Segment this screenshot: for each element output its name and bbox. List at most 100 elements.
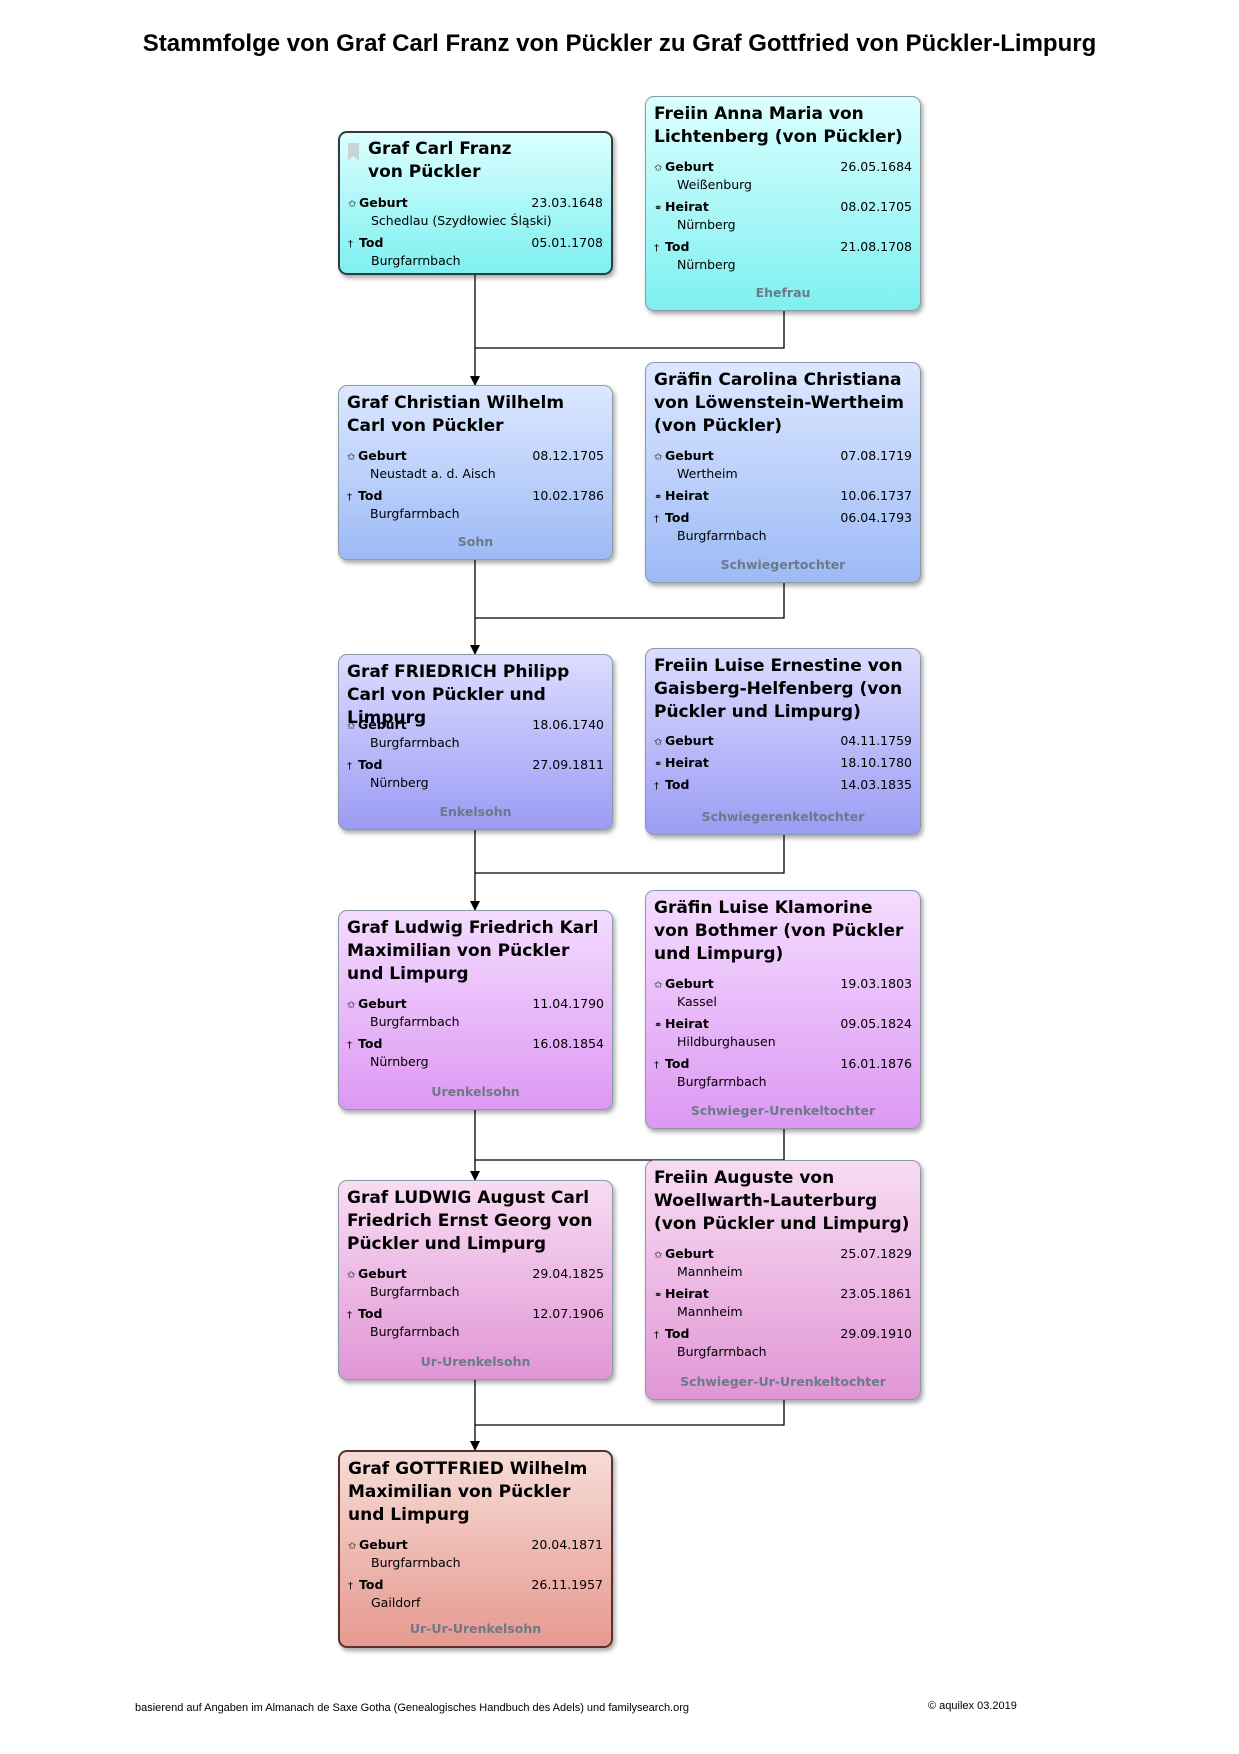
relation-label: Ur-Urenkelsohn: [420, 1354, 531, 1369]
person-name: Gräfin Luise Klamorine von Bothmer (von …: [654, 898, 904, 964]
star-icon: ✩: [347, 452, 356, 463]
cross-icon: †: [348, 239, 353, 250]
rings-icon: ⚭: [654, 1020, 663, 1031]
person-card-p6[interactable]: Graf GOTTFRIED Wilhelm Maximilian von Pü…: [338, 1450, 613, 1648]
birth-date: 23.03.1648: [531, 195, 603, 210]
person-card-p5[interactable]: Graf LUDWIG August Carl Friedrich Ernst …: [338, 1180, 613, 1380]
cross-icon: †: [654, 1060, 659, 1071]
person-card-p4[interactable]: Graf Ludwig Friedrich Karl Maximilian vo…: [338, 910, 613, 1110]
person-card-s1[interactable]: Freiin Anna Maria von Lichtenberg (von P…: [645, 96, 921, 311]
cross-icon: †: [347, 761, 352, 772]
relation-label: Schwieger-Ur-Urenkeltochter: [680, 1374, 886, 1389]
star-icon: ✩: [654, 163, 663, 174]
death-date: 05.01.1708: [531, 235, 603, 250]
person-card-s4[interactable]: Gräfin Luise Klamorine von Bothmer (von …: [645, 890, 921, 1129]
relation-label: Ehefrau: [755, 285, 811, 300]
relation-label: Schwiegertochter: [720, 557, 846, 572]
connector-s3: [475, 835, 785, 874]
star-icon: ✩: [654, 1250, 663, 1261]
star-icon: ✩: [347, 1000, 356, 1011]
person-card-p3[interactable]: Graf FRIEDRICH Philipp Carl von Pückler …: [338, 654, 613, 830]
relation-label: Sohn: [457, 534, 494, 549]
relation-label: Enkelsohn: [439, 804, 512, 819]
cross-icon: †: [654, 781, 659, 792]
person-card-s3[interactable]: Freiin Luise Ernestine von Gaisberg-Helf…: [645, 648, 921, 835]
footer-copyright: © aquilex 03.2019: [928, 1700, 1017, 1712]
person-name: Graf FRIEDRICH Philipp Carl von Pückler …: [347, 662, 570, 728]
person-name: Graf Carl Franz von Pückler: [368, 139, 512, 182]
bookmark-icon: [348, 143, 359, 161]
person-name: Freiin Luise Ernestine von Gaisberg-Helf…: [654, 656, 903, 722]
person-name: Graf GOTTFRIED Wilhelm Maximilian von Pü…: [348, 1459, 588, 1525]
relation-label: Schwiegerenkeltochter: [701, 809, 865, 824]
star-icon: ✩: [654, 980, 663, 991]
person-name: Graf Ludwig Friedrich Karl Maximilian vo…: [347, 918, 599, 984]
connector-s4: [475, 1129, 785, 1161]
rings-icon: ⚭: [654, 759, 663, 770]
connector-s5: [475, 1400, 785, 1426]
person-name: Gräfin Carolina Christiana von Löwenstei…: [654, 370, 904, 436]
person-name: Freiin Anna Maria von Lichtenberg (von P…: [654, 104, 903, 147]
cross-icon: †: [347, 1310, 352, 1321]
rings-icon: ⚭: [654, 492, 663, 503]
star-icon: ✩: [654, 452, 663, 463]
connector-s2: [475, 583, 785, 619]
cross-icon: †: [654, 514, 659, 525]
star-icon: ✩: [347, 721, 356, 732]
cross-icon: †: [654, 1330, 659, 1341]
person-card-p2[interactable]: Graf Christian Wilhelm Carl von Pückler …: [338, 385, 613, 560]
cross-icon: †: [347, 1040, 352, 1051]
star-icon: ✩: [347, 1270, 356, 1281]
cross-icon: †: [654, 243, 659, 254]
footer-source: basierend auf Angaben im Almanach de Sax…: [135, 1702, 690, 1714]
star-icon: ✩: [654, 737, 663, 748]
person-name: Graf Christian Wilhelm Carl von Pückler: [347, 393, 565, 436]
birth-place: Schedlau (Szydłowiec Śląski): [371, 213, 552, 228]
rings-icon: ⚭: [654, 203, 663, 214]
person-name: Freiin Auguste von Woellwarth-Lauterburg…: [654, 1168, 910, 1234]
cross-icon: †: [347, 492, 352, 503]
relation-label: Schwieger-Urenkeltochter: [690, 1103, 876, 1118]
relation-label: Ur-Ur-Urenkelsohn: [409, 1621, 542, 1636]
person-card-s5[interactable]: Freiin Auguste von Woellwarth-Lauterburg…: [645, 1160, 921, 1400]
death-place: Burgfarrnbach: [371, 253, 461, 268]
connector-s1: [475, 311, 785, 349]
person-card-s2[interactable]: Gräfin Carolina Christiana von Löwenstei…: [645, 362, 921, 583]
person-name: Graf LUDWIG August Carl Friedrich Ernst …: [347, 1188, 593, 1254]
relation-label: Urenkelsohn: [431, 1084, 520, 1099]
page-title: Stammfolge von Graf Carl Franz von Pückl…: [142, 30, 1097, 57]
rings-icon: ⚭: [654, 1290, 663, 1301]
cross-icon: †: [348, 1581, 353, 1592]
star-icon: ✩: [348, 1541, 357, 1552]
star-icon: ✩: [348, 199, 357, 210]
